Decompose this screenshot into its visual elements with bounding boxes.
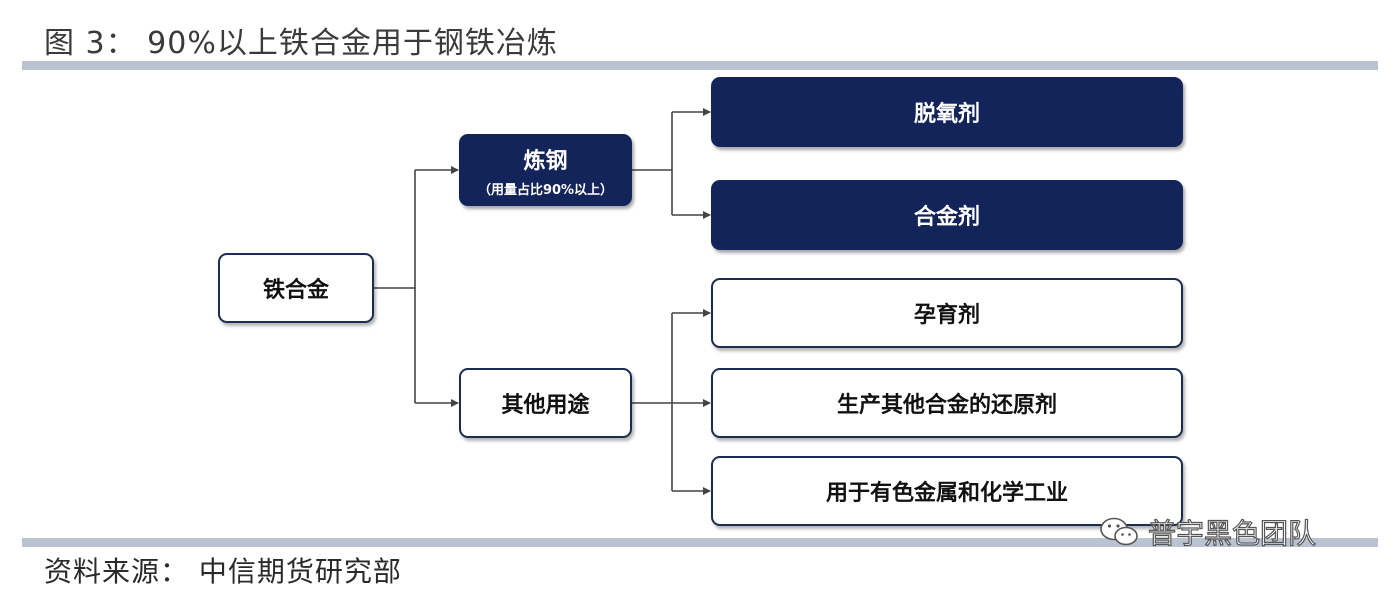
node-inoculant: 孕育剂 — [711, 278, 1183, 348]
watermark: 普宇黑色团队 — [1098, 512, 1317, 552]
bottom-divider — [22, 538, 1378, 547]
node-steelmaking-label: 炼钢 — [523, 148, 568, 174]
node-other-uses-label: 其他用途 — [501, 393, 590, 418]
node-ferroalloy-label: 铁合金 — [262, 278, 329, 303]
node-nonferrous-chemical-label: 用于有色金属和化学工业 — [825, 481, 1068, 506]
figure-title: 图 3： 90%以上铁合金用于钢铁冶炼 — [44, 26, 558, 61]
node-other-uses: 其他用途 — [459, 368, 632, 438]
node-nonferrous-chemical: 用于有色金属和化学工业 — [711, 456, 1183, 526]
node-ferroalloy: 铁合金 — [218, 253, 374, 323]
node-steelmaking: 炼钢 （用量占比90%以上） — [459, 134, 632, 206]
node-deoxidizer: 脱氧剂 — [711, 77, 1183, 147]
node-alloying-agent: 合金剂 — [711, 180, 1183, 250]
node-steelmaking-sublabel: （用量占比90%以上） — [477, 182, 614, 198]
wechat-icon — [1100, 517, 1138, 546]
node-reductant-label: 生产其他合金的还原剂 — [836, 393, 1057, 418]
source-note: 资料来源： 中信期货研究部 — [44, 555, 402, 588]
node-deoxidizer-label: 脱氧剂 — [913, 102, 980, 127]
node-inoculant-label: 孕育剂 — [913, 303, 980, 328]
top-divider — [22, 61, 1378, 70]
node-alloying-agent-label: 合金剂 — [913, 205, 980, 230]
watermark-text: 普宇黑色团队 — [1147, 516, 1317, 550]
node-reductant: 生产其他合金的还原剂 — [711, 368, 1183, 438]
